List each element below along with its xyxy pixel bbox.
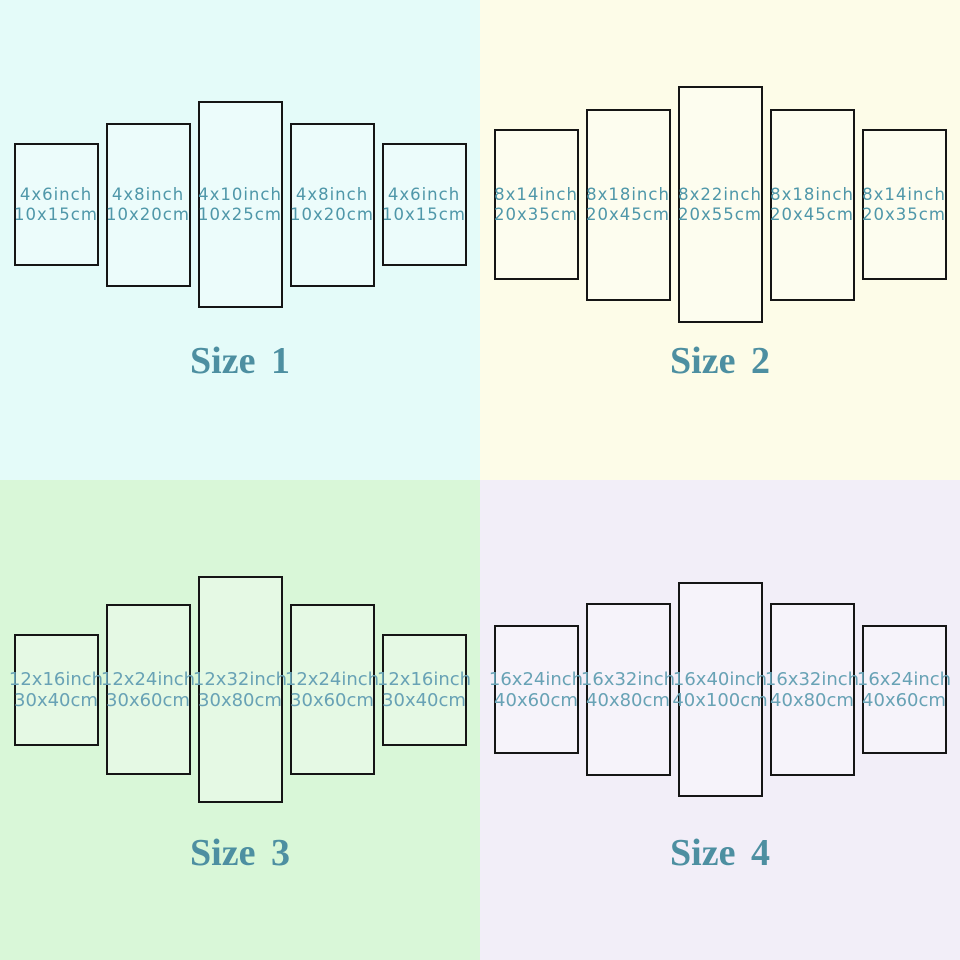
canvas-panel: 4x6inch 10x15cm	[381, 143, 467, 266]
panel-size-cm: 10x20cm	[106, 204, 190, 224]
canvas-panel: 12x24inch 30x60cm	[285, 604, 379, 775]
panel-size-inch: 12x16inch	[8, 668, 104, 690]
panel-size-label: 4x8inch 10x20cm	[290, 185, 374, 225]
panel-size-inch: 8x14inch	[494, 184, 578, 204]
panel-size-label: 16x24inch 40x60cm	[489, 669, 583, 711]
panel-size-label: 12x32inch 30x80cm	[193, 669, 287, 711]
panel-size-inch: 4x10inch	[198, 184, 282, 204]
panel-size-cm: 30x40cm	[14, 689, 98, 711]
panel-size-label: 8x18inch 20x45cm	[770, 185, 854, 225]
panel-size-inch: 4x6inch	[387, 184, 461, 204]
canvas-panel: 12x24inch 30x60cm	[101, 604, 195, 775]
panel-size-label: 16x32inch 40x80cm	[765, 669, 859, 711]
panel-group: 16x24inch 40x60cm 16x32inch 40x80cm 16x4…	[480, 480, 960, 899]
panel-size-label: 4x10inch 10x25cm	[198, 185, 282, 225]
panel-group: 12x16inch 30x40cm 12x24inch 30x60cm 12x3…	[0, 480, 480, 899]
quadrant-size-2: 8x14inch 20x35cm 8x18inch 20x45cm 8x22in…	[480, 0, 960, 480]
panel-size-label: 4x8inch 10x20cm	[106, 185, 190, 225]
panel-size-label: 16x32inch 40x80cm	[581, 669, 675, 711]
size-group-title: Size 2	[670, 340, 770, 382]
panel-size-cm: 40x80cm	[770, 689, 854, 711]
panel-size-cm: 20x45cm	[586, 204, 670, 224]
panel-size-label: 12x24inch 30x60cm	[285, 669, 379, 711]
panel-size-cm: 20x45cm	[770, 204, 854, 224]
size-group-title: Size 3	[190, 832, 290, 874]
panel-size-cm: 30x60cm	[106, 689, 190, 711]
canvas-panel: 16x24inch 40x60cm	[489, 625, 583, 754]
canvas-panel: 8x14inch 20x35cm	[493, 129, 579, 280]
panel-size-inch: 16x32inch	[764, 668, 860, 690]
canvas-panel: 12x16inch 30x40cm	[377, 633, 471, 746]
canvas-panel: 4x8inch 10x20cm	[289, 122, 375, 287]
panel-size-label: 8x18inch 20x45cm	[586, 185, 670, 225]
panel-size-cm: 40x60cm	[862, 689, 946, 711]
canvas-panel: 16x24inch 40x60cm	[857, 625, 951, 754]
panel-size-cm: 10x15cm	[382, 204, 466, 224]
panel-size-cm: 10x20cm	[290, 204, 374, 224]
canvas-panel: 8x18inch 20x45cm	[769, 108, 855, 301]
canvas-panel: 4x6inch 10x15cm	[13, 143, 99, 266]
panel-size-label: 12x24inch 30x60cm	[101, 669, 195, 711]
panel-size-inch: 4x8inch	[295, 184, 369, 204]
panel-size-label: 4x6inch 10x15cm	[14, 185, 98, 225]
panel-size-inch: 4x6inch	[19, 184, 93, 204]
canvas-panel: 16x40inch 40x100cm	[672, 582, 768, 797]
size-group-title: Size 4	[670, 832, 770, 874]
panel-size-cm: 40x100cm	[672, 689, 768, 711]
panel-size-label: 8x14inch 20x35cm	[862, 185, 946, 225]
canvas-panel: 16x32inch 40x80cm	[765, 603, 859, 776]
quadrant-size-1: 4x6inch 10x15cm 4x8inch 10x20cm 4x10inch…	[0, 0, 480, 480]
panel-size-label: 12x16inch 30x40cm	[9, 669, 103, 711]
panel-size-label: 4x6inch 10x15cm	[382, 185, 466, 225]
canvas-panel: 8x14inch 20x35cm	[861, 129, 947, 280]
quadrant-size-4: 16x24inch 40x60cm 16x32inch 40x80cm 16x4…	[480, 480, 960, 960]
canvas-panel: 12x16inch 30x40cm	[9, 633, 103, 746]
panel-size-label: 16x40inch 40x100cm	[672, 669, 767, 711]
canvas-panel: 8x22inch 20x55cm	[677, 86, 763, 323]
panel-size-inch: 16x24inch	[488, 668, 584, 690]
quadrant-size-3: 12x16inch 30x40cm 12x24inch 30x60cm 12x3…	[0, 480, 480, 960]
panel-size-cm: 30x40cm	[382, 689, 466, 711]
panel-size-inch: 16x40inch	[672, 668, 768, 690]
panel-group: 8x14inch 20x35cm 8x18inch 20x45cm 8x22in…	[480, 0, 960, 409]
size-group-title: Size 1	[190, 340, 290, 382]
panel-size-inch: 16x32inch	[580, 668, 676, 690]
panel-size-label: 8x14inch 20x35cm	[494, 185, 578, 225]
panel-size-cm: 40x60cm	[494, 689, 578, 711]
panel-size-inch: 12x16inch	[376, 668, 472, 690]
panel-size-cm: 20x35cm	[494, 204, 578, 224]
canvas-panel: 8x18inch 20x45cm	[585, 108, 671, 301]
panel-size-inch: 12x32inch	[192, 668, 288, 690]
panel-size-inch: 8x14inch	[862, 184, 946, 204]
panel-size-inch: 12x24inch	[284, 668, 380, 690]
panel-size-cm: 10x15cm	[14, 204, 98, 224]
panel-size-cm: 20x35cm	[862, 204, 946, 224]
panel-size-inch: 8x18inch	[586, 184, 670, 204]
panel-size-cm: 10x25cm	[198, 204, 282, 224]
canvas-panel: 4x8inch 10x20cm	[105, 122, 191, 287]
canvas-panel: 16x32inch 40x80cm	[581, 603, 675, 776]
panel-size-inch: 8x18inch	[770, 184, 854, 204]
panel-size-cm: 40x80cm	[586, 689, 670, 711]
panel-size-cm: 30x60cm	[290, 689, 374, 711]
panel-size-inch: 4x8inch	[111, 184, 185, 204]
panel-size-inch: 12x24inch	[100, 668, 196, 690]
panel-size-inch: 8x22inch	[678, 184, 762, 204]
panel-size-cm: 30x80cm	[198, 689, 282, 711]
panel-size-label: 8x22inch 20x55cm	[678, 185, 762, 225]
canvas-panel: 12x32inch 30x80cm	[193, 576, 287, 803]
panel-size-label: 12x16inch 30x40cm	[377, 669, 471, 711]
panel-size-cm: 20x55cm	[678, 204, 762, 224]
panel-group: 4x6inch 10x15cm 4x8inch 10x20cm 4x10inch…	[0, 0, 480, 409]
panel-size-label: 16x24inch 40x60cm	[857, 669, 951, 711]
panel-size-inch: 16x24inch	[856, 668, 952, 690]
canvas-panel: 4x10inch 10x25cm	[197, 101, 283, 308]
